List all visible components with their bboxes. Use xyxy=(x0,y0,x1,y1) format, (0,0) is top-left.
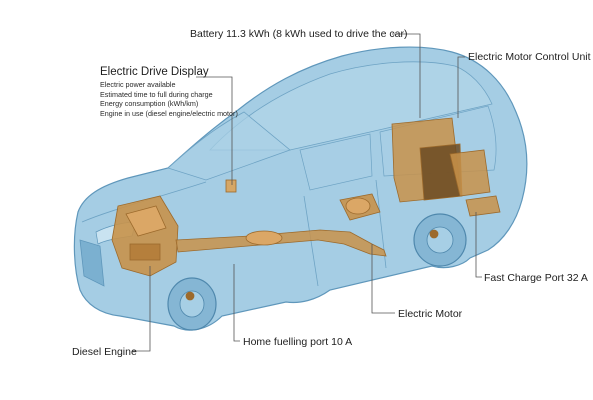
diesel-engine-callout: Diesel Engine xyxy=(72,346,137,358)
battery-leader xyxy=(392,33,421,118)
battery-callout: Battery 11.3 kWh (8 kWh used to drive th… xyxy=(190,28,408,40)
leader-lines xyxy=(132,33,482,352)
drive-display-detail-list: Electric power available Estimated time … xyxy=(100,80,238,118)
drive-display-callout-title: Electric Drive Display xyxy=(100,66,209,78)
drive-display-detail-item: Electric power available xyxy=(100,80,176,89)
control-unit-leader xyxy=(457,56,465,118)
home-fuelling-port-callout: Home fuelling port 10 A xyxy=(243,336,353,348)
electric-motor-callout: Electric Motor xyxy=(398,308,463,320)
fast-charge-port-callout: Fast Charge Port 32 A xyxy=(484,272,588,284)
fast-charge-leader xyxy=(475,212,482,278)
control-unit xyxy=(449,149,491,197)
drive-shaft xyxy=(175,229,387,257)
motor-control-unit-callout: Electric Motor Control Unit xyxy=(468,51,591,63)
home-fuelling-leader xyxy=(233,264,240,342)
drive-display-detail-item: Energy consumption (kWh/km) xyxy=(100,99,199,109)
dashboard-display xyxy=(225,179,237,193)
drive-display-detail-item: Estimated time to full during charge xyxy=(100,89,213,99)
drive-display-leader xyxy=(196,76,233,185)
drive-display-detail-item: Engine in use (diesel engine/electric mo… xyxy=(100,108,238,118)
wheels xyxy=(167,213,467,331)
diesel-engine-leader xyxy=(132,266,151,352)
electric-motor-leader xyxy=(371,244,395,314)
drivetrain-components xyxy=(111,117,501,301)
